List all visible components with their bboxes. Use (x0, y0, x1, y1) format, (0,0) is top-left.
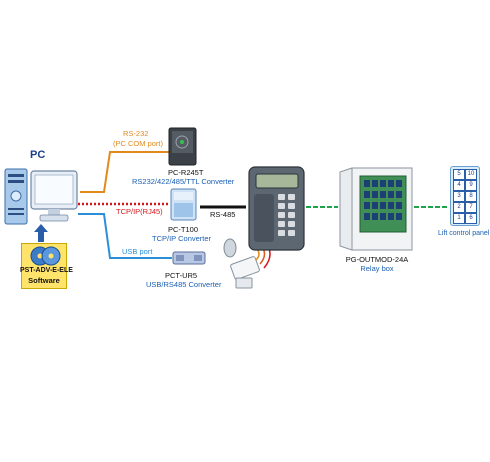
lift-panel-icon: 5 10 4 9 3 8 2 7 1 6 (450, 166, 480, 226)
r245t-model: PC-R245T (168, 168, 204, 177)
rs232-label: RS-232 (123, 129, 149, 138)
lift-button: 10 (465, 169, 477, 180)
lift-button: 2 (453, 202, 465, 213)
lift-button: 9 (465, 180, 477, 191)
rs232-sublabel: (PC COM port) (113, 139, 164, 148)
monitor-icon (30, 170, 78, 222)
r245t-desc: RS232/422/485/TTL Converter (132, 177, 235, 186)
card-reader-icon (248, 166, 305, 251)
rs485-label: RS-485 (210, 210, 236, 219)
usb-line (78, 213, 172, 259)
lift-button: 7 (465, 202, 477, 213)
arrow-up-icon (34, 224, 48, 242)
ur5-model: PCT-UR5 (165, 271, 198, 280)
t100-model: PC-T100 (168, 225, 199, 234)
lift-button: 8 (465, 191, 477, 202)
relay-model: PG-OUTMOD-24A (345, 255, 409, 264)
software-label: Software (28, 276, 60, 285)
tcpip-converter-icon (170, 188, 197, 221)
converter-icon (168, 127, 197, 166)
rfid-tag-icon (223, 238, 271, 289)
lift-button: 3 (453, 191, 465, 202)
relay-box-icon (339, 167, 413, 251)
cd-icon (30, 246, 61, 266)
ur5-desc: USB/RS485 Converter (146, 280, 222, 289)
software-name: PST-ADV-E-ELE (20, 267, 73, 274)
lift-button: 4 (453, 180, 465, 191)
t100-desc: TCP/IP Converter (152, 234, 212, 243)
lift-button: 6 (465, 213, 477, 224)
tcpip-label: TCP/IP(RJ45) (116, 207, 163, 216)
pc-title: PC (30, 149, 46, 161)
relay-desc: Relay box (360, 264, 394, 273)
rs232-line (80, 151, 170, 193)
pc-tower-icon (4, 168, 28, 225)
lift-button: 5 (453, 169, 465, 180)
software-box: PST-ADV-E-ELE Software (20, 243, 73, 289)
lift-desc: Lift control panel (438, 230, 490, 237)
usb-converter-icon (172, 251, 206, 265)
usb-label: USB port (122, 247, 153, 256)
lift-button: 1 (453, 213, 465, 224)
